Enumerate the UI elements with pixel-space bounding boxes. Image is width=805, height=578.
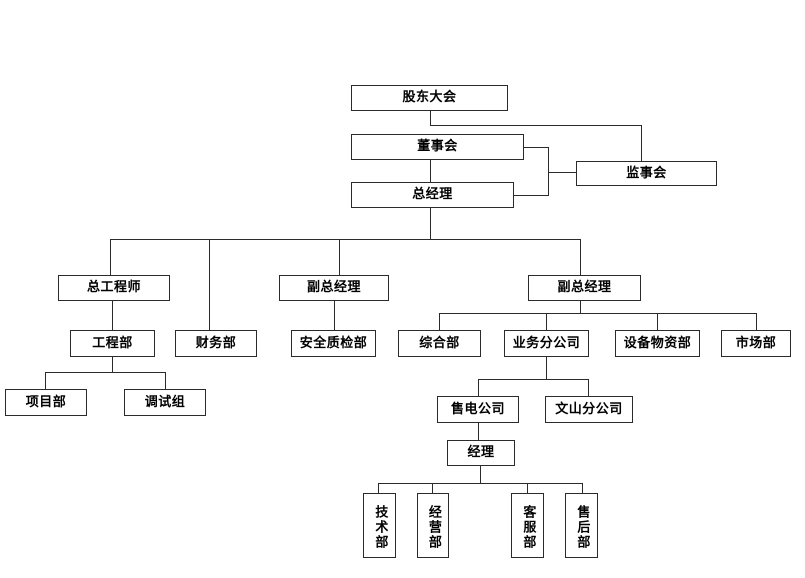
- connector-bus-drop-chief-engineer: [110, 239, 111, 275]
- org-node-label: 副总经理: [557, 280, 612, 296]
- org-node-label: 文山分公司: [555, 401, 623, 417]
- connector-level5-right-bus-h: [439, 313, 756, 314]
- connector-chief-engineer-down: [112, 301, 113, 330]
- org-node-chief-engineer[interactable]: 总工程师: [58, 275, 170, 301]
- org-node-label: 经理: [467, 445, 495, 461]
- org-node-after-sales-dept[interactable]: 售后部: [565, 493, 598, 558]
- connector-bus-drop-customer-service: [527, 483, 528, 494]
- connector-bus-drop-commissioning: [165, 372, 166, 390]
- connector-engineering-down: [112, 357, 113, 372]
- org-node-equipment-materials[interactable]: 设备物资部: [615, 330, 700, 357]
- org-node-label: 综合部: [419, 335, 460, 351]
- connector-board-gm-bracket-v: [548, 147, 549, 195]
- connector-bus-drop-operations: [432, 483, 433, 494]
- connector-shareholders-down-stub: [430, 111, 431, 125]
- connector-deputy-gm-1-down: [334, 301, 335, 330]
- org-node-label: 售后部: [574, 505, 590, 550]
- org-node-shareholders[interactable]: 股东大会: [351, 85, 508, 111]
- connector-bus-drop-general-affairs: [439, 313, 440, 331]
- org-node-label: 总经理: [412, 187, 453, 203]
- connector-deputy-gm-2-down: [580, 301, 581, 313]
- org-node-label: 总工程师: [86, 280, 141, 296]
- org-node-manager[interactable]: 经理: [447, 440, 515, 466]
- connector-level4-bus-h: [110, 239, 581, 240]
- org-node-gm[interactable]: 总经理: [351, 182, 514, 208]
- connector-bus-drop-equipment: [657, 313, 658, 331]
- org-node-supervisors[interactable]: 监事会: [576, 161, 717, 186]
- org-node-label: 设备物资部: [623, 335, 692, 351]
- connector-bus-drop-after-sales: [582, 483, 583, 494]
- org-node-technical-dept[interactable]: 技术部: [363, 493, 396, 558]
- org-node-label: 副总经理: [306, 280, 361, 296]
- connector-board-right-stub: [524, 147, 549, 148]
- org-node-label: 技术部: [372, 505, 388, 550]
- connector-supervisors-feed-v: [641, 125, 642, 162]
- connector-manager-down: [480, 466, 481, 483]
- org-node-commissioning[interactable]: 调试组: [124, 389, 206, 416]
- connector-level6-center-bus-h: [478, 379, 589, 380]
- org-node-label: 业务分公司: [512, 335, 581, 351]
- connector-gm-right-stub: [514, 195, 549, 196]
- org-node-deputy-gm-1[interactable]: 副总经理: [279, 275, 389, 301]
- connector-bus-drop-marketing: [756, 313, 757, 331]
- org-node-general-affairs[interactable]: 综合部: [398, 330, 481, 357]
- org-node-power-sales[interactable]: 售电公司: [437, 396, 519, 423]
- connector-bus-drop-wenshan: [588, 379, 589, 397]
- org-node-safety-qc[interactable]: 安全质检部: [291, 330, 376, 357]
- connector-bus-drop-power-sales: [478, 379, 479, 397]
- connector-level8-bus-h: [378, 483, 583, 484]
- org-node-marketing[interactable]: 市场部: [721, 330, 791, 357]
- connector-bus-drop-project-dept: [45, 372, 46, 390]
- org-node-label: 工程部: [92, 335, 133, 351]
- org-node-customer-service-dept[interactable]: 客服部: [511, 493, 544, 558]
- connector-gm-down-to-bus: [430, 208, 431, 239]
- org-node-label: 监事会: [626, 165, 667, 181]
- org-node-wenshan-branch[interactable]: 文山分公司: [545, 396, 633, 423]
- org-node-label: 市场部: [735, 335, 777, 351]
- connector-board-down-to-gm: [430, 160, 431, 182]
- org-node-engineering[interactable]: 工程部: [70, 330, 155, 357]
- org-node-label: 财务部: [195, 335, 237, 351]
- connector-bus-drop-deputy-gm-1: [339, 239, 340, 275]
- connector-bus-drop-finance: [209, 239, 210, 330]
- connector-bracket-to-supervisors-h: [548, 172, 577, 173]
- org-node-label: 售电公司: [450, 401, 505, 417]
- connector-level6-left-bus-h: [45, 372, 166, 373]
- org-node-label: 安全质检部: [299, 335, 368, 351]
- org-node-board[interactable]: 董事会: [351, 134, 524, 160]
- org-node-business-branch[interactable]: 业务分公司: [504, 330, 589, 357]
- connector-bus-drop-deputy-gm-2: [580, 239, 581, 275]
- org-node-label: 股东大会: [402, 90, 457, 106]
- org-node-operations-dept[interactable]: 经营部: [417, 493, 449, 558]
- connector-business-branch-down: [546, 357, 547, 379]
- connector-bus-drop-technical: [378, 483, 379, 494]
- connector-power-sales-down: [478, 423, 479, 441]
- org-node-project-dept[interactable]: 项目部: [5, 389, 87, 416]
- org-node-label: 调试组: [144, 394, 186, 410]
- org-node-label: 项目部: [25, 394, 67, 410]
- connector-shareholders-to-supervisors-h: [430, 125, 642, 126]
- org-node-finance[interactable]: 财务部: [175, 330, 257, 357]
- connector-bus-drop-business-branch: [546, 313, 547, 331]
- org-node-label: 董事会: [417, 139, 458, 155]
- org-node-label: 客服部: [520, 505, 536, 550]
- org-node-deputy-gm-2[interactable]: 副总经理: [528, 275, 641, 301]
- org-node-label: 经营部: [425, 505, 441, 550]
